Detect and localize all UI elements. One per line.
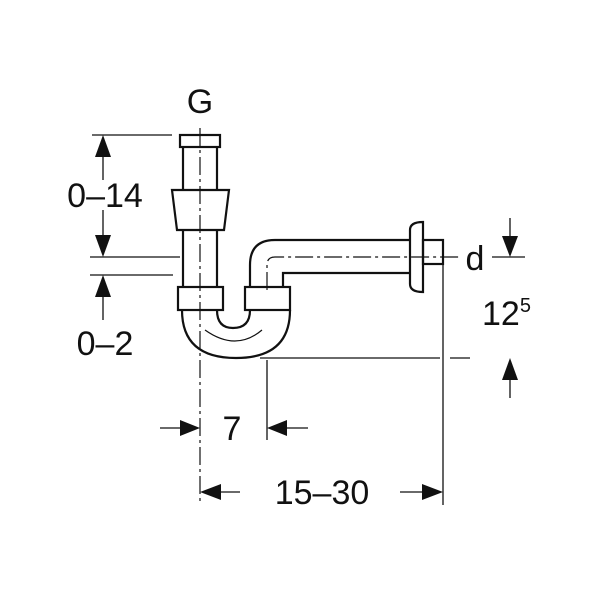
label-drop: 125 bbox=[482, 295, 531, 333]
arrow-down-icon bbox=[502, 236, 518, 257]
label-drop-main: 12 bbox=[482, 295, 520, 333]
dimension-arrows bbox=[95, 135, 518, 500]
u-bend-inner bbox=[215, 309, 252, 330]
outlet-pipe-bottom bbox=[281, 271, 410, 287]
cone-seal bbox=[170, 188, 231, 232]
arrow-down-icon bbox=[95, 235, 111, 257]
arrow-right-icon bbox=[180, 420, 200, 436]
label-offset: 0–2 bbox=[77, 325, 134, 363]
arrow-left-icon bbox=[200, 484, 221, 500]
center-lines bbox=[199, 128, 460, 505]
arrow-left-icon bbox=[267, 420, 287, 436]
siphon-drawing bbox=[170, 133, 445, 360]
arrow-up-icon bbox=[95, 275, 111, 297]
dimension-lines bbox=[90, 134, 525, 505]
arrow-up-icon bbox=[502, 358, 518, 380]
label-diameter: d bbox=[466, 240, 485, 278]
right-nut bbox=[243, 285, 292, 312]
wall-flange bbox=[408, 220, 425, 294]
arrow-up-icon bbox=[95, 135, 111, 157]
outlet-stub bbox=[421, 238, 445, 266]
label-height-adjust: 0–14 bbox=[67, 177, 143, 215]
label-length: 15–30 bbox=[275, 474, 370, 512]
label-thread: G bbox=[187, 83, 213, 121]
label-drop-sup: 5 bbox=[520, 295, 531, 317]
outlet-pipe-top bbox=[248, 238, 410, 287]
u-bend-outer bbox=[180, 309, 292, 360]
arrow-right-icon bbox=[422, 484, 443, 500]
label-spacing: 7 bbox=[223, 410, 242, 448]
